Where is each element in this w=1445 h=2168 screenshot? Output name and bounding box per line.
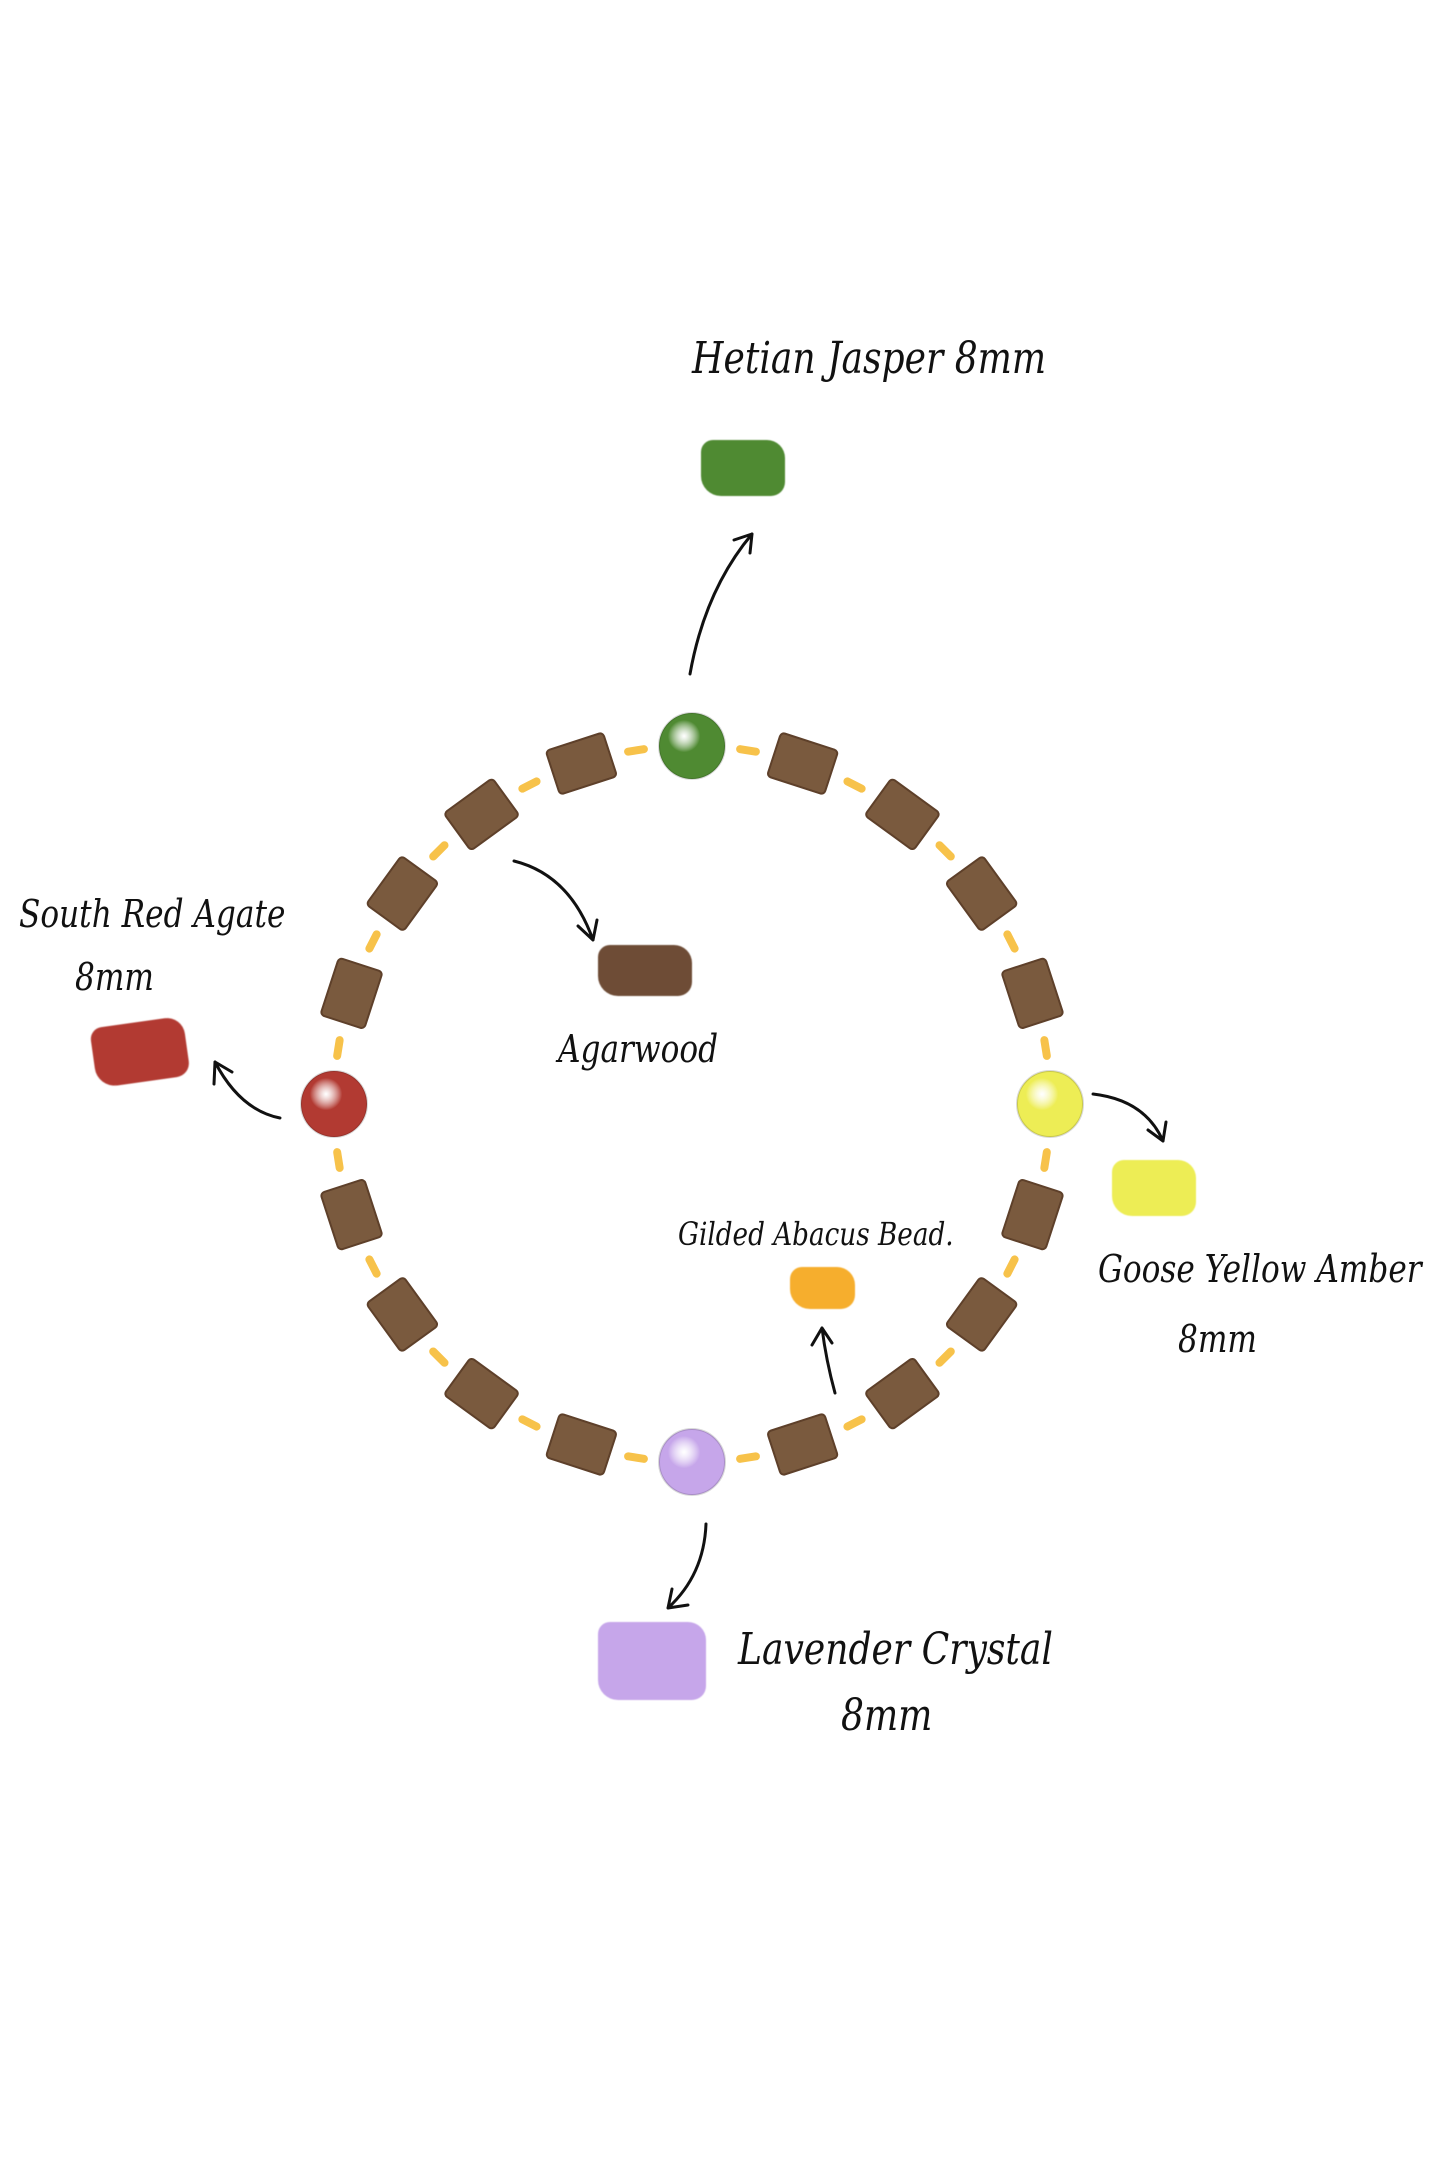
gilded-spacer-bead [935, 841, 955, 861]
label-goose-size: 8mm [1178, 1317, 1257, 1361]
arrow-south-red [212, 1060, 282, 1120]
gem-bead-hetian [658, 712, 726, 780]
gilded-spacer-bead [1040, 1036, 1051, 1060]
label-south-red-agate: South Red Agate [19, 892, 286, 936]
agarwood-cylinder-bead [1001, 1179, 1064, 1251]
gilded-spacer-bead [1003, 1255, 1019, 1278]
gilded-spacer-bead [333, 1148, 344, 1172]
label-hetian-jasper: Hetian Jasper 8mm [692, 333, 1047, 384]
gilded-spacer-bead [843, 777, 866, 793]
agarwood-cylinder-bead [545, 732, 617, 795]
swatch-agarwood [598, 945, 692, 996]
gilded-spacer-bead [429, 1347, 449, 1367]
agarwood-cylinder-bead [767, 1413, 839, 1476]
gilded-spacer-bead [624, 1452, 648, 1463]
swatch-lavender-crystal [598, 1622, 706, 1700]
agarwood-cylinder-bead [767, 732, 839, 795]
gem-bead-goose [1016, 1070, 1084, 1138]
gilded-spacer-bead [843, 1415, 866, 1431]
agarwood-cylinder-bead [1001, 957, 1064, 1029]
swatch-goose-yellow-amber [1112, 1160, 1196, 1216]
label-lavender-size: 8mm [841, 1690, 933, 1741]
agarwood-cylinder-bead [444, 1357, 519, 1430]
agarwood-cylinder-bead [865, 1357, 940, 1430]
agarwood-cylinder-bead [865, 778, 940, 851]
arrow-agarwood [512, 859, 599, 942]
agarwood-cylinder-bead [366, 1277, 439, 1352]
swatch-hetian-jasper [701, 440, 785, 496]
arrow-gilded [810, 1326, 837, 1395]
label-agarwood: Agarwood [558, 1027, 719, 1071]
swatch-gilded-abacus-bead [790, 1267, 855, 1309]
gilded-spacer-bead [624, 745, 648, 756]
gilded-spacer-bead [365, 930, 381, 953]
arrow-lavender [666, 1522, 708, 1610]
gilded-spacer-bead [736, 1452, 760, 1463]
gem-bead-south-red [300, 1070, 368, 1138]
agarwood-cylinder-bead [945, 856, 1018, 931]
arrow-goose [1091, 1092, 1168, 1143]
gem-bead-lavender [658, 1428, 726, 1496]
gilded-spacer-bead [518, 1415, 541, 1431]
label-south-red-size: 8mm [75, 955, 154, 999]
gilded-spacer-bead [935, 1347, 955, 1367]
gilded-spacer-bead [429, 841, 449, 861]
arrow-hetian [688, 532, 754, 676]
gilded-spacer-bead [1003, 930, 1019, 953]
agarwood-cylinder-bead [320, 1179, 383, 1251]
label-goose-yellow-amber: Goose Yellow Amber [1098, 1247, 1422, 1291]
label-lavender-crystal: Lavender Crystal [738, 1624, 1053, 1675]
agarwood-cylinder-bead [545, 1413, 617, 1476]
gilded-spacer-bead [365, 1255, 381, 1278]
gilded-spacer-bead [333, 1036, 344, 1060]
agarwood-cylinder-bead [320, 957, 383, 1029]
label-gilded-abacus-bead: Gilded Abacus Bead. [678, 1215, 954, 1253]
agarwood-cylinder-bead [945, 1277, 1018, 1352]
agarwood-cylinder-bead [366, 856, 439, 931]
agarwood-cylinder-bead [444, 778, 519, 851]
gilded-spacer-bead [1040, 1148, 1051, 1172]
gilded-spacer-bead [518, 777, 541, 793]
gilded-spacer-bead [736, 745, 760, 756]
